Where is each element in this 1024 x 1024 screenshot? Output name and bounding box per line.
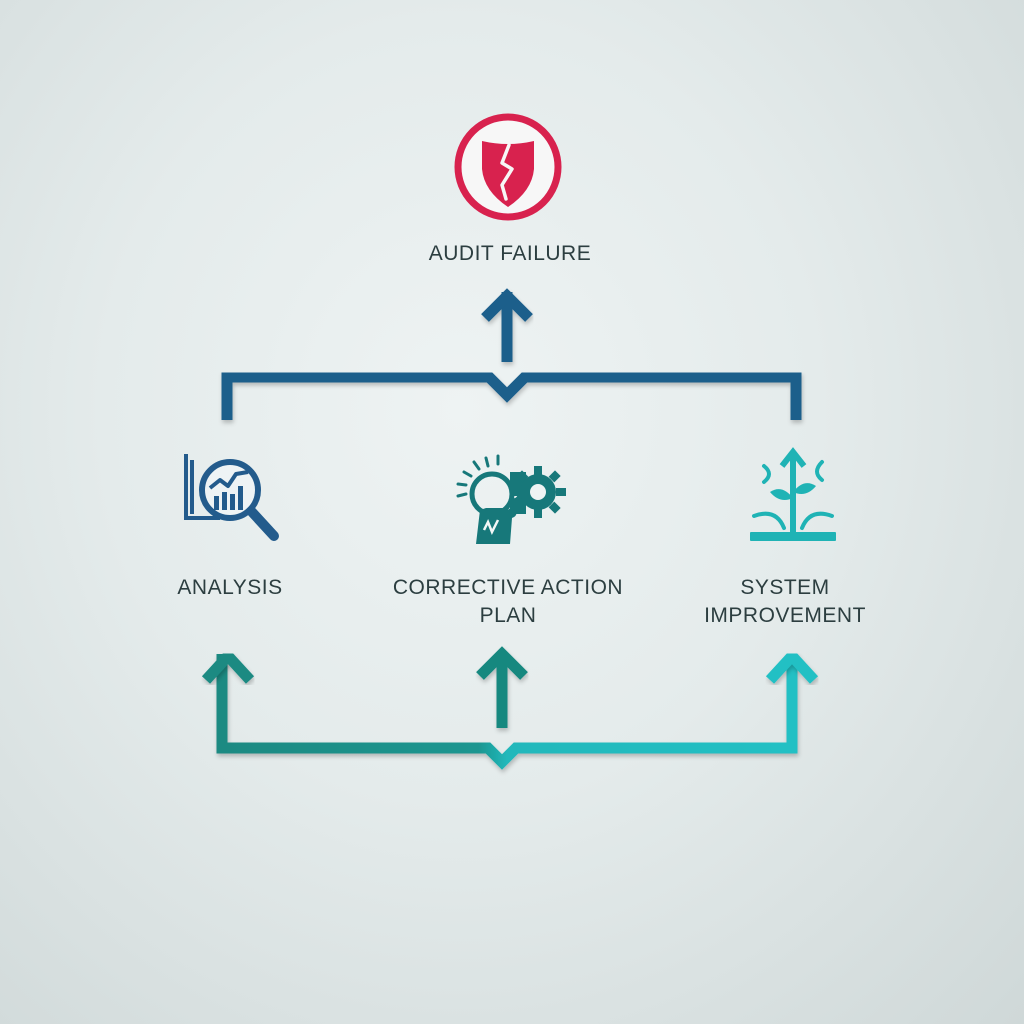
broken-shield-icon: [454, 113, 562, 221]
arrow-to-corrective-action: [476, 646, 528, 728]
corrective-action-label: CORRECTIVE ACTION PLAN: [358, 574, 658, 630]
system-improvement-label-line1: SYSTEM: [740, 576, 830, 599]
system-improvement-label-line2: IMPROVEMENT: [704, 604, 866, 627]
arrow-to-system-improvement: [765, 647, 819, 684]
corrective-action-label-line1: CORRECTIVE ACTION: [392, 576, 624, 599]
corrective-action-label-line2: PLAN: [479, 604, 537, 627]
magnifier-chart-icon: [184, 454, 279, 541]
top-bracket-connector: [221, 371, 802, 420]
arrow-to-audit-failure: [481, 288, 533, 362]
arrow-to-analysis: [201, 647, 255, 684]
system-improvement-label: SYSTEM IMPROVEMENT: [660, 574, 910, 630]
puzzle-gear-icon: [456, 454, 566, 544]
analysis-label: ANALYSIS: [177, 576, 283, 599]
growth-arrow-icon: [750, 447, 836, 541]
bottom-bracket-connector: [216, 654, 798, 770]
audit-failure-label: AUDIT FAILURE: [428, 242, 592, 265]
